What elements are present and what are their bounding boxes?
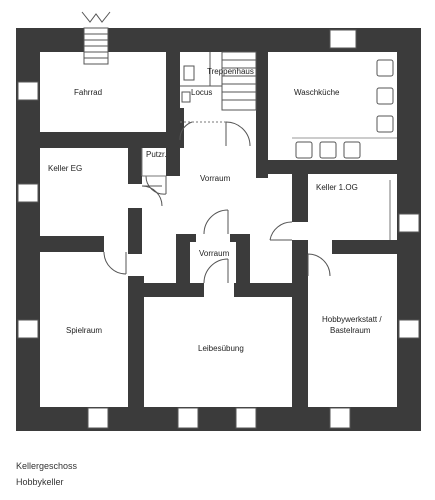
wall-stair-right bbox=[256, 52, 268, 178]
wall-locus-left bbox=[180, 108, 184, 148]
wall-keller1og-bottom bbox=[292, 240, 397, 254]
window-top-right bbox=[329, 29, 357, 49]
door-swing-vorraum-top bbox=[203, 209, 229, 235]
room-label-keller-1og: Keller 1.OG bbox=[316, 183, 358, 192]
door-opening-spielraum bbox=[104, 236, 128, 252]
window-right-1 bbox=[398, 213, 420, 233]
washer-icon bbox=[343, 141, 361, 159]
door-swing-locus bbox=[179, 121, 193, 141]
wall-waschkueche-bottom bbox=[268, 160, 397, 174]
wall-fahrrad-bottom bbox=[40, 132, 166, 148]
room-label-waschkueche: Waschküche bbox=[294, 88, 340, 97]
sink-icon bbox=[181, 91, 191, 103]
washer-icon bbox=[295, 141, 313, 159]
room-label-hobbywerkstatt: Hobbywerkstatt / bbox=[322, 315, 382, 324]
laundry-machines bbox=[292, 59, 397, 159]
washer-icon bbox=[319, 141, 337, 159]
room-label-bastelraum: Bastelraum bbox=[330, 326, 371, 335]
window-bottom-mid-b bbox=[235, 407, 257, 429]
outer-wall-top bbox=[16, 28, 421, 52]
wall-keller1og-left-a bbox=[292, 174, 308, 222]
outer-wall-bottom bbox=[16, 407, 421, 431]
window-left-2 bbox=[17, 183, 39, 203]
wall-spielraum-right bbox=[128, 276, 144, 407]
room-label-fahrrad: Fahrrad bbox=[74, 88, 102, 97]
window-bottom-mid-a bbox=[177, 407, 199, 429]
window-bottom-right bbox=[329, 407, 351, 429]
wall-kellereg-right-a bbox=[128, 148, 142, 184]
door-opening-stair bbox=[226, 108, 256, 122]
toilet-icon bbox=[183, 65, 195, 81]
partitions bbox=[141, 121, 391, 240]
window-bottom-left bbox=[87, 407, 109, 429]
door-openings bbox=[104, 108, 332, 297]
wall-hobby-left bbox=[292, 254, 308, 407]
caption-floor: Kellergeschoss bbox=[16, 461, 78, 471]
walls bbox=[16, 28, 421, 431]
locus-fixtures bbox=[181, 65, 195, 103]
room-label-treppenhaus: Treppenhaus bbox=[207, 67, 254, 76]
door-swing-keller1og bbox=[269, 221, 293, 241]
exterior-stair bbox=[81, 11, 111, 65]
door-swing-spielraum bbox=[103, 251, 127, 275]
door-opening-vorraum-top bbox=[196, 234, 230, 242]
washer-icon bbox=[376, 59, 394, 77]
caption-subtitle: Hobbykeller bbox=[16, 477, 64, 487]
door-swings bbox=[103, 121, 331, 284]
door-swing-stair bbox=[225, 121, 251, 147]
window-left-3 bbox=[17, 319, 39, 339]
room-label-vorraum-small: Vorraum bbox=[199, 249, 230, 258]
room-label-spielraum: Spielraum bbox=[66, 326, 102, 335]
door-swing-vorraum-small bbox=[203, 258, 229, 284]
wall-vorraum-small-right bbox=[236, 234, 250, 283]
door-opening-hobby bbox=[308, 240, 332, 254]
washer-icon bbox=[376, 87, 394, 105]
door-opening-vorraum bbox=[204, 283, 234, 297]
door-swing-hobby bbox=[307, 253, 331, 277]
wall-vorraum-small-left bbox=[176, 234, 190, 283]
windows bbox=[17, 29, 420, 429]
room-label-locus: Locus bbox=[191, 88, 212, 97]
room-label-keller-eg: Keller EG bbox=[48, 164, 82, 173]
door-swing-putzr bbox=[145, 175, 167, 195]
window-left-1 bbox=[17, 81, 39, 101]
interior-stair bbox=[180, 51, 257, 111]
wall-putzr-right bbox=[166, 132, 180, 176]
room-label-vorraum-main: Vorraum bbox=[200, 174, 231, 183]
window-right-2 bbox=[398, 319, 420, 339]
room-label-putzr: Putzr. bbox=[146, 150, 166, 159]
washer-icon bbox=[376, 115, 394, 133]
wall-fahrrad-right bbox=[166, 52, 180, 132]
room-label-leibesuebung: Leibesübung bbox=[198, 344, 244, 353]
